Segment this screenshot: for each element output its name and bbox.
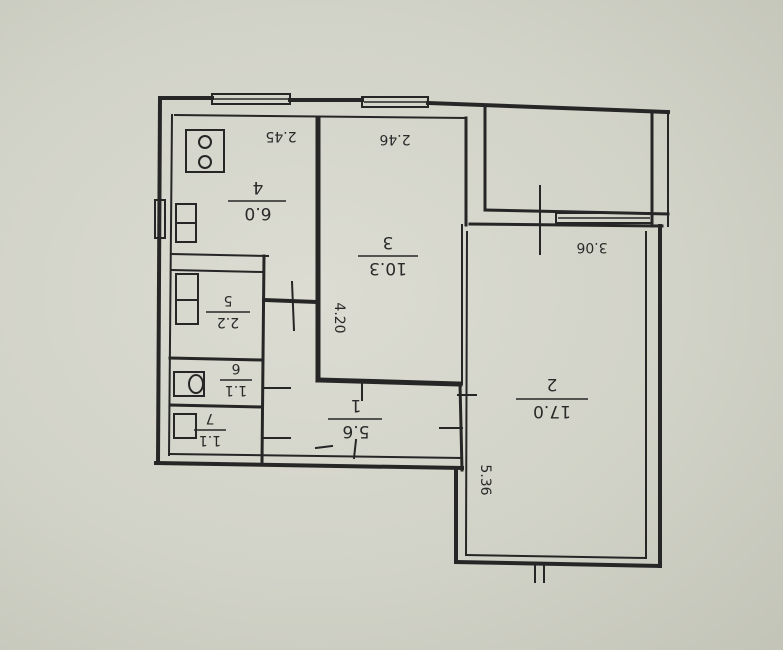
bathtub-icon [175,273,199,325]
kitchen-height: 2.45 [265,128,296,144]
room-6-area: 1.1 [225,382,247,398]
stove-icon [185,129,225,173]
room-4-number: 4 [253,177,264,197]
room-7-number: 7 [206,410,215,426]
balcony-height: 3.06 [576,239,607,255]
room-3-label: 10.3 3 [358,232,418,278]
toilet-icon [173,371,205,397]
room-6-number: 6 [231,360,240,376]
corridor-height: 4.20 [331,302,347,333]
room-2-side-dimension: 5.36 [477,464,493,495]
room-3-area: 10.3 [369,258,407,278]
room-2-label: 17.0 2 [516,374,588,421]
room-1-area: 5.6 [342,421,369,441]
room-3-number: 3 [383,232,394,252]
room-2-area: 17.0 [533,401,571,421]
walls [153,95,671,583]
washbasin-icon [173,413,197,439]
windows [154,93,653,239]
room-7-area: 1.1 [199,432,221,448]
kitchen-sink-icon [175,203,197,243]
room-4-area: 6.0 [244,203,271,223]
room-7-label: 1.1 7 [194,410,226,448]
room-5-area: 2.2 [217,314,239,330]
room-5-label: 2.2 5 [206,292,250,330]
room-5-number: 5 [224,292,233,308]
room-1-number: 1 [351,395,362,415]
room-1-label: 5.6 1 [328,395,382,441]
room-2-number: 2 [547,374,558,394]
room-6-label: 1.1 6 [220,360,252,398]
room-3-height: 2.46 [379,131,410,147]
room-4-label: 6.0 4 [228,177,286,223]
